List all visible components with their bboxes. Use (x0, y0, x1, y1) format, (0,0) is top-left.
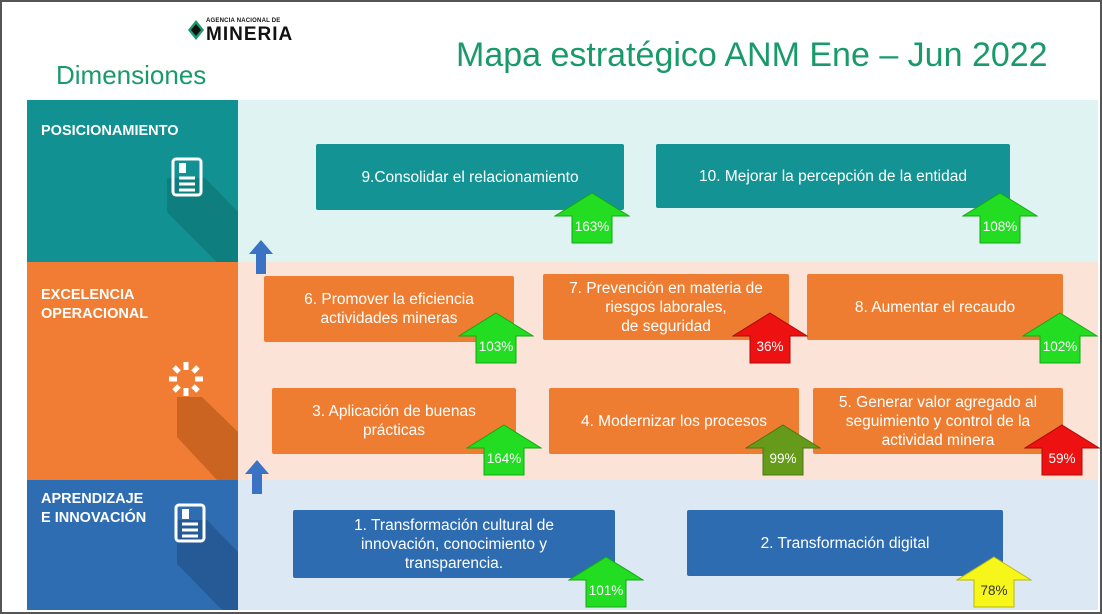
result-value: 78% (980, 583, 1008, 598)
result-value: 108% (982, 219, 1018, 234)
result-arrow-8: 102% (1022, 312, 1098, 364)
up-arrow-icon (554, 192, 630, 244)
dimension-aprendizaje: APRENDIZAJE E INNOVACIÓN (27, 480, 238, 610)
dimension-label-line1: EXCELENCIA (41, 287, 135, 303)
objective-text: 8. Aumentar el recaudo (854, 298, 1016, 316)
result-arrow-2: 78% (956, 556, 1032, 608)
result-value: 101% (588, 583, 624, 598)
page-title: Mapa estratégico ANM Ene – Jun 2022 (456, 36, 1048, 74)
up-arrow-icon (568, 556, 644, 608)
diamond-logo-icon (188, 20, 204, 40)
objective-text-line: innovación, conocimiento y (360, 535, 548, 553)
objective-text: 2. Transformación digital (760, 534, 930, 552)
objective-text-line: 7. Prevención en materia de (569, 279, 763, 297)
result-arrow-5: 59% (1024, 424, 1100, 476)
up-arrow-icon (245, 460, 269, 494)
result-value: 99% (769, 451, 797, 466)
result-value: 103% (478, 339, 514, 354)
dimension-label-line1: APRENDIZAJE (41, 491, 144, 507)
dimension-label: POSICIONAMIENTO (41, 123, 179, 139)
result-arrow-7: 36% (732, 312, 808, 364)
dimension-excelencia: EXCELENCIA OPERACIONAL (27, 262, 238, 480)
document-icon (171, 157, 203, 197)
up-arrow-icon (458, 312, 534, 364)
objective-text: 4. Modernizar los procesos (580, 412, 768, 430)
logo-big-text: MINERIA (206, 24, 294, 45)
objective-9: 9.Consolidar el relacionamiento (316, 144, 624, 210)
result-arrow-6: 103% (458, 312, 534, 364)
result-value: 36% (756, 339, 784, 354)
objective-2: 2. Transformación digital (687, 510, 1003, 576)
long-shadow (177, 397, 238, 480)
up-arrow-icon (732, 312, 808, 364)
result-arrow-9: 163% (554, 192, 630, 244)
objective-text-line: prácticas (362, 422, 425, 439)
objective-text-line: 5. Generar valor agregado al (838, 393, 1038, 411)
result-arrow-3: 164% (466, 424, 542, 476)
dimension-posicionamiento: POSICIONAMIENTO (27, 100, 238, 262)
objective-text-line: seguimiento y control de la (845, 412, 1031, 430)
up-arrow-icon (1022, 312, 1098, 364)
document-icon (174, 503, 206, 543)
objective-text-line: transparencia. (404, 554, 504, 572)
objective-text-line: actividad minera (881, 431, 995, 449)
objective-text-line: actividades mineras (320, 310, 458, 327)
objective-text-line: 1. Transformación cultural de (354, 516, 554, 534)
result-arrow-4: 99% (745, 424, 821, 476)
dimensions-heading: Dimensiones (56, 60, 207, 90)
long-shadow (167, 178, 238, 262)
objective-text-line: riesgos laborales, (605, 298, 727, 316)
objective-text-line: de seguridad (621, 317, 711, 335)
result-value: 102% (1042, 339, 1078, 354)
result-arrow-1: 101% (568, 556, 644, 608)
objective-10: 10. Mejorar la percepción de la entidad (656, 144, 1010, 208)
objective-text-line: 3. Aplicación de buenas (312, 403, 476, 420)
up-arrow-icon (466, 424, 542, 476)
objective-text: 9.Consolidar el relacionamiento (361, 168, 579, 186)
logo-small-text: AGENCIA NACIONAL DE (206, 18, 281, 24)
dimension-label-line2: OPERACIONAL (41, 306, 149, 322)
result-value: 164% (486, 451, 522, 466)
up-arrow-icon (962, 192, 1038, 244)
result-value: 163% (574, 219, 610, 234)
sun-icon (169, 362, 203, 396)
objective-3: 3. Aplicación de buenas prácticas (272, 388, 516, 454)
objective-text: 10. Mejorar la percepción de la entidad (699, 167, 967, 185)
result-arrow-10: 108% (962, 192, 1038, 244)
up-arrow-icon (1024, 424, 1100, 476)
dimension-label-line2: E INNOVACIÓN (41, 510, 147, 526)
objective-text-line: 6. Promover la eficiencia (304, 291, 474, 308)
result-value: 59% (1048, 451, 1076, 466)
up-arrow-icon (249, 240, 273, 274)
objective-8: 8. Aumentar el recaudo (807, 274, 1063, 340)
up-arrow-icon (956, 556, 1032, 608)
up-arrow-icon (745, 424, 821, 476)
objective-6: 6. Promover la eficiencia actividades min… (264, 276, 514, 342)
